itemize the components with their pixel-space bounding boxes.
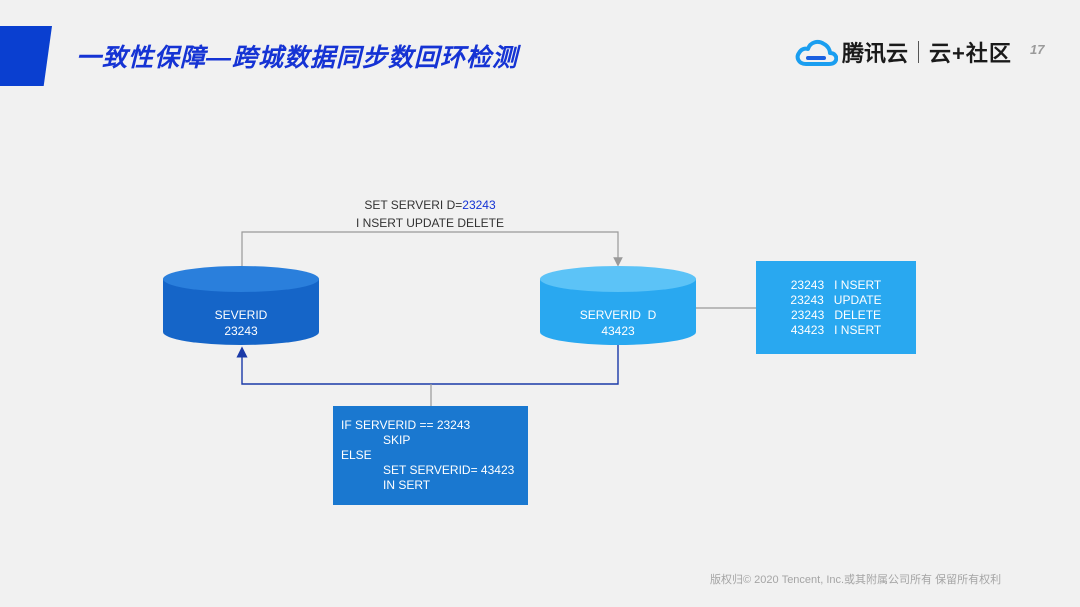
- loop-back-connector: [236, 344, 619, 385]
- right-db-name: SERVERID D: [579, 308, 657, 322]
- page-title: 一致性保障—跨城数据同步数回环检测: [76, 44, 519, 72]
- left-db-label: SEVERID 23243: [163, 307, 319, 339]
- sync-edge-label-prefix: SET SERVERI D=: [364, 198, 463, 212]
- code-line: IN SERT: [383, 478, 431, 492]
- right-db-id: 43423: [601, 324, 635, 338]
- page-number: 17: [1030, 42, 1045, 57]
- sync-edge-label-line1: SET SERVERI D=23243: [330, 196, 530, 214]
- logo-community-text: 云+社区: [929, 41, 1012, 66]
- copyright-footer: 版权归© 2020 Tencent, Inc.或其附属公司所有 保留所有权利: [710, 574, 1002, 586]
- code-line: IF SERVERID == 23243: [341, 418, 471, 432]
- binlog-row: 43423 I NSERT: [790, 322, 882, 337]
- code-line: SET SERVERID= 43423: [383, 463, 515, 477]
- sync-edge-label: SET SERVERI D=23243 I NSERT UPDATE DELET…: [330, 196, 530, 232]
- logo-brand-text: 腾讯云: [842, 41, 909, 66]
- code-line: ELSE: [341, 448, 372, 462]
- binlog-row: 23243 DELETE: [790, 307, 882, 322]
- logo-divider: [918, 41, 920, 63]
- binlog-row: 23243 UPDATE: [790, 292, 882, 307]
- right-db-label: SERVERID D 43423: [540, 307, 696, 339]
- sync-edge-label-line2: I NSERT UPDATE DELETE: [355, 216, 505, 230]
- loop-check-code-box: IF SERVERID == 23243 SKIP ELSE SET SERVE…: [333, 406, 528, 505]
- sync-connector-top: [241, 231, 623, 267]
- left-database-cylinder: [163, 266, 319, 345]
- tencent-cloud-logo: 腾讯云 云+社区: [794, 34, 1012, 70]
- code-line: SKIP: [383, 433, 411, 447]
- cloud-logo-icon: [795, 39, 838, 66]
- binlog-box: 23243 I NSERT 23243 UPDATE 23243 DELETE …: [756, 261, 916, 354]
- binlog-row: 23243 I NSERT: [790, 277, 882, 292]
- left-db-id: 23243: [224, 324, 258, 338]
- right-database-cylinder: [540, 266, 696, 345]
- title-accent-bar: [0, 26, 52, 86]
- left-db-name: SEVERID: [214, 308, 268, 322]
- sync-edge-label-value: 23243: [462, 198, 496, 212]
